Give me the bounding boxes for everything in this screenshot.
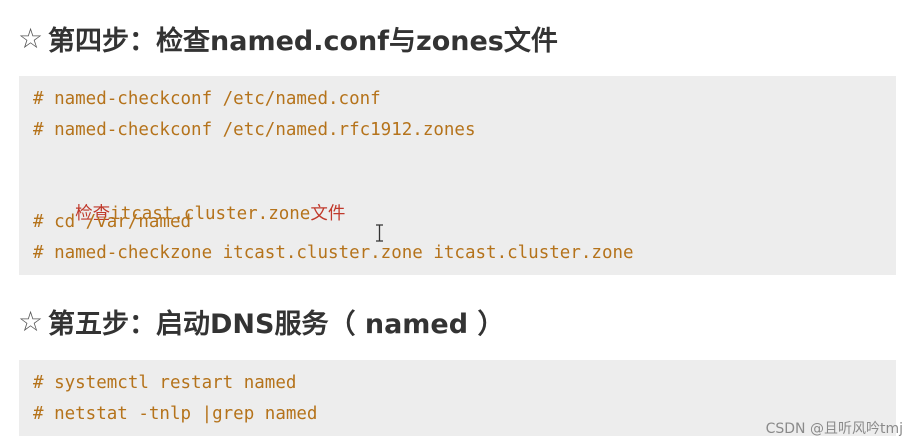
star-outline-icon: ☆	[18, 21, 44, 55]
note-prefix: 检查	[75, 204, 111, 224]
note-suffix: 文件	[310, 204, 346, 224]
code-line-checkconf-zones: # named-checkconf /etc/named.rfc1912.zon…	[33, 120, 476, 140]
step4-title: 第四步：检查named.conf与zones文件	[48, 25, 558, 57]
code-line-cd: # cd /var/named	[33, 212, 192, 232]
code-block-start: # systemctl restart named # netstat -tnl…	[19, 360, 896, 436]
code-line-checkzone: # named-checkzone itcast.cluster.zone it…	[33, 243, 634, 263]
code-line-checkconf: # named-checkconf /etc/named.conf	[33, 89, 381, 109]
code-block-check: # named-checkconf /etc/named.conf # name…	[19, 76, 896, 275]
watermark: CSDN @且听风吟tmj	[765, 421, 903, 437]
text-cursor-icon	[376, 224, 383, 242]
note-filename: itcast.cluster.zone	[110, 204, 311, 224]
code-line-netstat: # netstat -tnlp |grep named	[33, 404, 318, 424]
step5-title: 第五步：启动DNS服务（ named ）	[48, 308, 505, 340]
star-outline-icon: ☆	[18, 304, 44, 338]
code-line-systemctl: # systemctl restart named	[33, 373, 297, 393]
step4-heading: ☆ 第四步：检查named.conf与zones文件	[18, 18, 558, 58]
step5-heading: ☆ 第五步：启动DNS服务（ named ）	[18, 301, 504, 341]
code-note-check-zone: 检查itcast.cluster.zone文件	[33, 178, 345, 224]
